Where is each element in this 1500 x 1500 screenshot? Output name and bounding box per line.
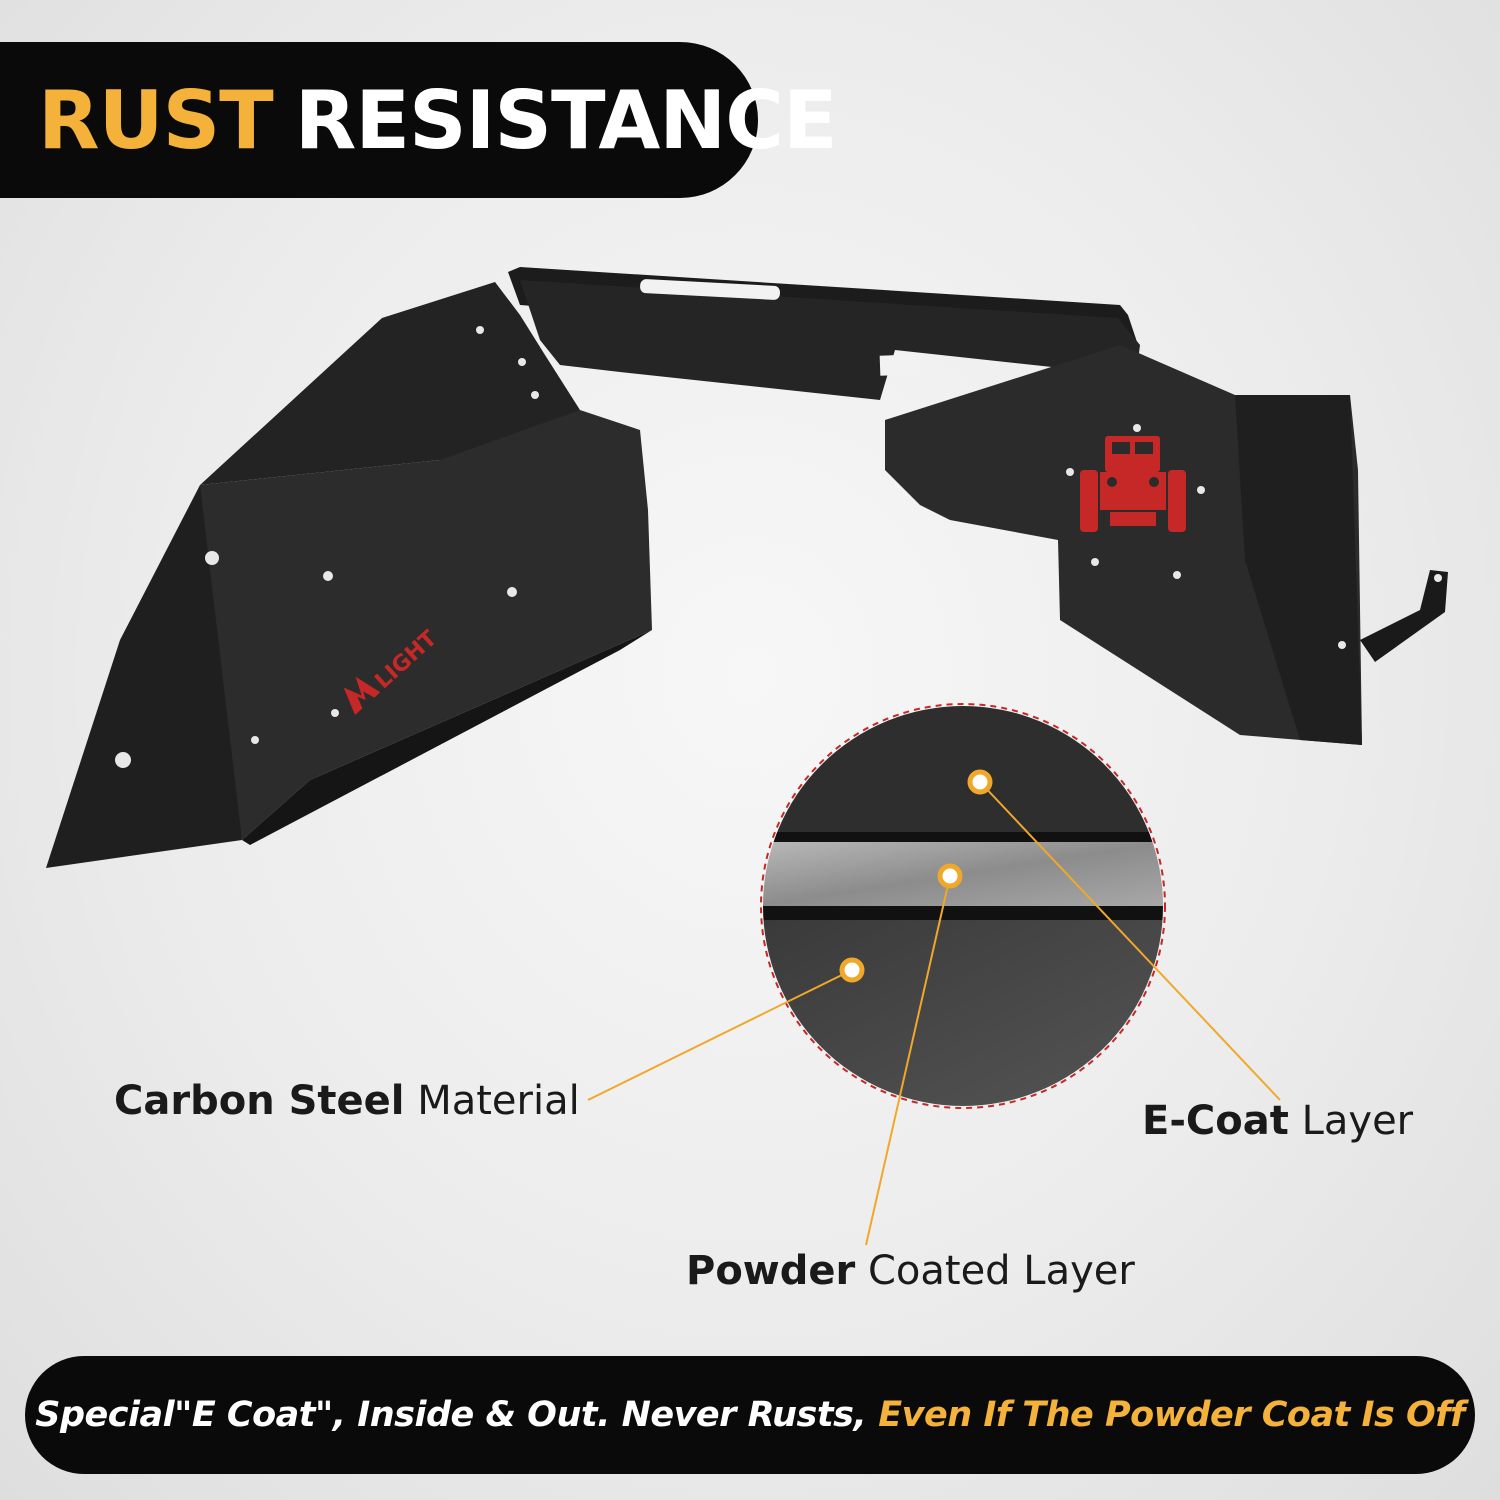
fender-liner <box>46 267 1448 868</box>
callout-powder-bold: Powder <box>686 1248 856 1294</box>
jeep-emblem-icon <box>1080 436 1186 532</box>
callout-carbon-steel: Carbon Steel Material <box>114 1078 580 1124</box>
callout-powder-rest: Coated Layer <box>867 1248 1135 1294</box>
mount-bracket <box>1360 570 1448 662</box>
footer-text-white: Special"E Coat", Inside & Out. Never Rus… <box>35 1395 867 1435</box>
left-panel-upper <box>200 282 580 485</box>
title-accent: RUST <box>38 73 274 167</box>
callout-lines <box>587 781 1281 1246</box>
right-panel-side <box>1235 395 1362 745</box>
powder-layer <box>763 842 1163 906</box>
brand-mark-icon <box>343 676 381 715</box>
square-opening <box>879 354 921 376</box>
callout-dots <box>839 769 993 983</box>
bolt-holes <box>115 326 1442 768</box>
footer-banner: Special"E Coat", Inside & Out. Never Rus… <box>25 1356 1475 1474</box>
callout-carbon-rest: Material <box>417 1078 580 1124</box>
title-rest: RESISTANCE <box>294 73 838 167</box>
title-banner: RUST RESISTANCE <box>0 42 838 198</box>
carbon-steel-layer <box>763 920 1163 1106</box>
slot-opening <box>640 279 781 300</box>
left-panel-lower <box>46 485 242 868</box>
callout-powder: Powder Coated Layer <box>686 1248 1135 1294</box>
left-panel-bottom <box>242 630 652 845</box>
material-lens <box>760 703 1166 1109</box>
callout-ecoat: E-Coat Layer <box>1142 1098 1413 1144</box>
top-rail-face <box>520 280 1140 400</box>
callout-ecoat-bold: E-Coat <box>1142 1098 1289 1144</box>
footer-text-gold: Even If The Powder Coat Is Off <box>878 1395 1465 1435</box>
callout-ecoat-rest: Layer <box>1301 1098 1414 1144</box>
ecoat-layer <box>763 706 1163 835</box>
callout-carbon-bold: Carbon Steel <box>114 1078 405 1124</box>
left-panel-face <box>200 410 652 840</box>
